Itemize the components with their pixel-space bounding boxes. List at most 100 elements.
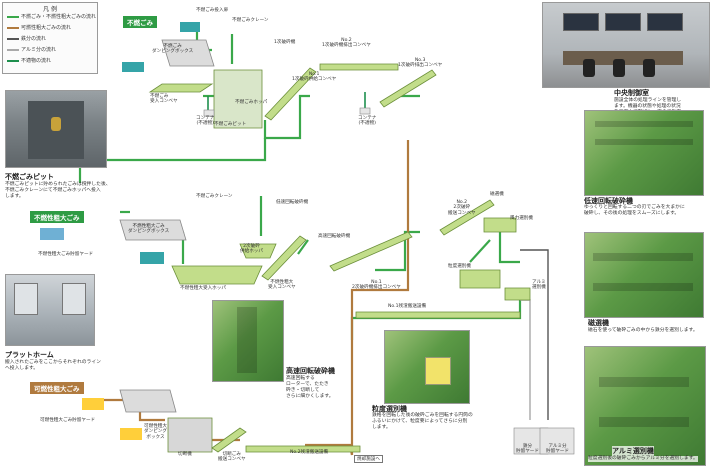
label-alu-separator: アルミ 選別機 [532,280,546,291]
chair [583,59,595,77]
alu-yard-box [539,427,575,455]
label-to-incinerator: 焼却施設へ [354,455,383,463]
photo-low-speed [584,110,704,196]
no2-secondary-conveyor [439,199,495,236]
machine-rib [595,121,693,127]
platform-door [62,283,86,315]
legend-label: 不燃ごみ・不燃性粗大ごみの流れ [21,14,97,20]
receive-conveyor [148,83,214,93]
legend-swatch [7,26,19,29]
flow-line [78,138,267,183]
label-no1-residue: No.1残渣搬送設備 [388,304,427,309]
tag-incombustible: 不燃ごみ [123,16,157,28]
label-alu-yard: アルミ分 貯留ヤード [546,444,569,455]
truck-icon [180,22,200,32]
chair [643,59,655,77]
photo-control [542,2,710,88]
label-comb-dumping-box: 可燃性粗大 ダンピング ボックス [144,424,167,440]
no1-secondary-conveyor [329,231,413,272]
machine-rib [599,377,689,387]
bulky-receive-conveyor [261,235,307,281]
label-air-separator: 風力選別機 [510,216,533,221]
dumping-box-top [161,39,215,67]
label-no3-primary: No.3 1次破砕排出コンベヤ [398,58,443,69]
truck-icon [40,228,64,240]
comb-dumping-box [119,389,177,413]
magnet-block [483,217,517,233]
photo-high-speed-title: 高速回転破砕機 [286,367,335,375]
legend-swatch [7,37,19,40]
no2-residue-conveyor [245,445,361,453]
legend-title: 凡 例 [43,6,57,13]
legend-swatch [7,15,19,18]
photo-magnet-desc: 磁石を使って破砕ごみの中から鉄分を選別します。 [588,328,698,333]
label-bulky-yard: 不燃性粗大ごみ貯留ヤード [38,252,94,257]
cutter-block [167,417,213,453]
photo-high-speed-desc: 高速回転する ローターで、たたき 砕き・切断して さらに細かくします。 [286,376,334,399]
photo-platform-desc: 搬入されたごみをここからそれぞれのライン へ投入します。 [5,360,101,371]
truck-icon [140,252,164,264]
flow-line [297,239,309,255]
flow-line [469,239,491,263]
truck-icon [122,62,144,72]
label-low-speed-crusher: 低速回転破砕機 [276,200,309,205]
machine-label-sticker [425,357,451,385]
label-no2-secondary: No.2 2次破砕 搬送コンベヤ [448,200,476,216]
label-hopper: 不燃ごみホッパ [235,100,268,105]
brown-line [350,140,410,455]
label-pit: 不燃ごみピット [214,122,247,127]
secondary-hopper [239,243,277,259]
legend-label: アルミ分の流れ [21,47,56,53]
platform-door [14,283,38,315]
container-box [203,109,215,117]
monitor [563,13,599,31]
pit-block [213,69,263,129]
tag-incombustible-bulky: 不燃性粗大ごみ [30,211,84,223]
flow-line [375,230,420,272]
label-no1-secondary: No.1 2次破砕機排出コンベヤ [352,280,401,291]
truck-icon [82,398,104,410]
no1-primary-conveyor [264,67,317,121]
legend-swatch [7,59,19,62]
photo-pit [5,90,107,168]
legend-swatch [7,48,19,51]
label-crane-top: 不燃ごみクレーン [232,18,269,23]
legend-label: 可燃性粗大ごみの流れ [21,25,72,31]
label-bulky-receive-hopper: 不燃性粗大受入ホッパ [180,286,226,291]
cut-conveyor [211,427,247,453]
chair [613,59,625,77]
label-dumping-box-top: 不燃ごみ ダンピングボックス [152,44,194,55]
label-magnet: 磁選機 [490,192,504,197]
no2-primary-conveyor [319,63,399,71]
legend-label: 鉄分の流れ [21,36,47,42]
machine-rib [237,307,257,373]
photo-platform [5,274,95,346]
trommel-block [459,269,501,289]
photo-trommel-desc: 鉄格を回転した後の破砕ごみを回転する円筒の ふるいにかけて、粒度要によってさらに… [372,413,473,430]
iron-line [520,249,549,420]
label-cut-conveyor: 切断ごみ 搬送コンベヤ [218,452,246,463]
label-container-top: コンテナ (不適物) [196,116,215,127]
label-hopper-inlet: 不燃ごみ投入扉 [196,8,229,13]
label-trommel: 粒度選別機 [448,264,471,269]
tag-combustible-bulky: 可燃性粗大ごみ [30,382,84,394]
photo-platform-title: プラットホーム [5,351,54,359]
label-cutter: 切断機 [178,452,192,457]
machine-rib [593,283,693,291]
legend-item: 可燃性粗大ごみの流れ [7,24,71,33]
machine-rib [595,139,693,145]
alu-line [520,299,531,420]
label-secondary-hopper: 2次破砕 供給ホッパ [240,244,263,255]
label-receive-conveyor: 不燃ごみ 受入コンベヤ [150,94,178,105]
flow-line [498,220,520,264]
photo-low-speed-title: 低速回転破砕機 [584,197,633,205]
machine-rib [599,417,689,427]
truck-icon [120,428,142,440]
label-bulky-dumping-box: 不燃性粗大ごみ ダンピングボックス [128,224,170,235]
monitor [647,13,683,31]
photo-magnet [584,232,704,318]
bulky-receive-hopper [171,265,263,285]
label-high-speed-crusher: 高速回転破砕機 [318,234,351,239]
monitor [605,13,641,31]
bulky-dumping-box [119,219,187,241]
